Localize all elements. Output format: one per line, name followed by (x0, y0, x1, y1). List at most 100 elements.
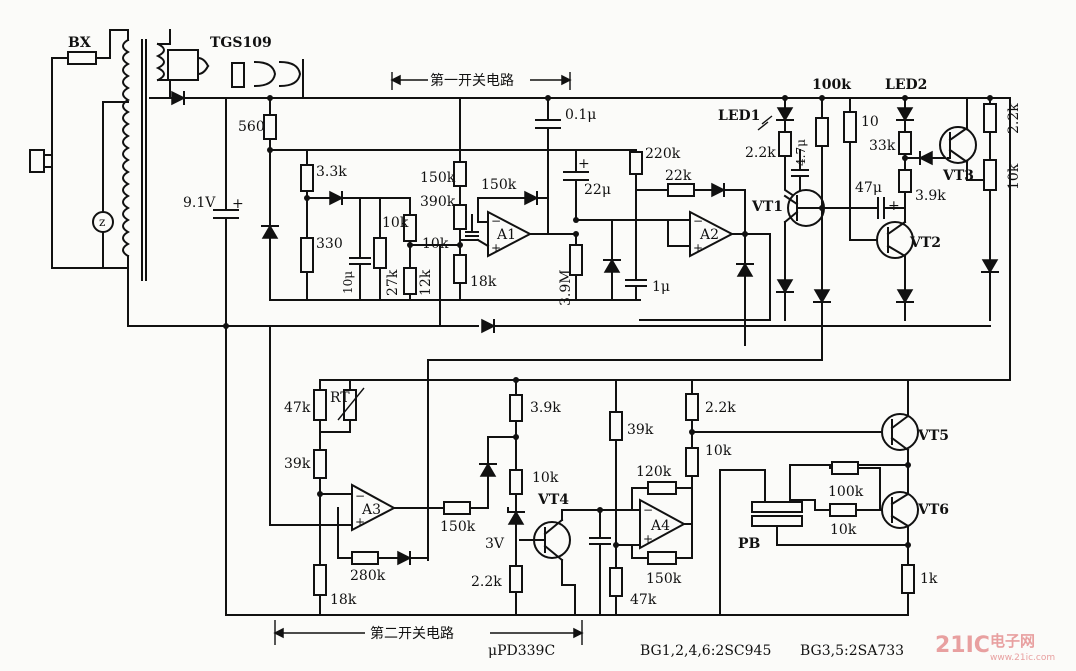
r280k-label: 280k (350, 568, 386, 584)
r330-label: 330 (316, 236, 343, 252)
c47u-label: 47μ (855, 180, 882, 196)
r18k_a-label: 18k (470, 274, 497, 290)
r150k_d-label: 150k (646, 571, 682, 587)
svg-text:+: + (232, 196, 244, 212)
led2-icon (896, 107, 914, 122)
rt-label: RT (330, 390, 350, 406)
a3-section: 47k RT 39k A3 − + 18k 280k 150k (284, 379, 517, 616)
a2-section: 22μ + 3.9M 220k 1μ 22k A2 − + (547, 146, 771, 346)
opA4-label: A4 (650, 518, 670, 534)
ic-part-label: μPD339C (488, 643, 555, 659)
section1-marker: 第一开关电路 (390, 72, 572, 90)
resistor-280k (351, 551, 379, 565)
resistor-22k (667, 183, 695, 197)
resistor-390k (453, 204, 467, 230)
opA3-label: A3 (361, 502, 381, 518)
r2_2k_d-label: 2.2k (705, 400, 736, 416)
r3_3k-label: 3.3k (316, 164, 347, 180)
resistor-560 (263, 114, 277, 140)
resistor-10k-d (509, 469, 523, 495)
resistor-12k (403, 267, 417, 295)
resistor-47k (313, 389, 327, 421)
opamp-a4 (639, 498, 687, 550)
opamp-a2 (689, 210, 735, 258)
r3_9k_a-label: 3.9k (915, 188, 946, 204)
transistor-vt6 (881, 491, 919, 529)
r12k-label: 12k (418, 269, 434, 296)
watermark-logo: 21IC 电子网 www.21ic.com (935, 632, 1055, 663)
r27k-label: 27k (385, 269, 401, 296)
resistor-2.2k-d (685, 393, 699, 421)
svg-text:−: − (643, 503, 653, 517)
led1-label: LED1 (718, 108, 760, 124)
r10k_f-label: 10k (830, 522, 857, 538)
r120k-label: 120k (636, 464, 672, 480)
r390k-label: 390k (420, 194, 456, 210)
diode-icon (918, 150, 933, 166)
resistor-120k (647, 481, 677, 495)
supply-section: 560 9.1V + (183, 97, 571, 616)
diode-icon (397, 550, 412, 566)
vt1-label: VT1 (751, 199, 783, 215)
r39k_b-label: 39k (627, 422, 654, 438)
resistor-10k-c (983, 159, 997, 191)
r3_9m-label: 3.9M (558, 269, 574, 306)
sensor-element (231, 62, 245, 88)
r2_2k_c-label: 2.2k (471, 574, 502, 590)
buzzer-pb (751, 501, 803, 513)
resistor-10 (843, 111, 857, 143)
resistor-150k-d (647, 551, 677, 565)
r2_2k_b-label: 2.2k (1006, 103, 1022, 134)
diode-icon (736, 262, 754, 277)
resistor-2.2k-a (778, 131, 792, 157)
resistor-150k-c (443, 501, 471, 515)
section1-label: 第一开关电路 (430, 72, 514, 89)
resistor-2.2k-c (509, 565, 523, 593)
svg-text:+: + (693, 241, 703, 255)
diode-icon (813, 289, 831, 304)
r150k_c-label: 150k (440, 519, 476, 535)
resistor-330 (300, 237, 314, 273)
resistor-47k-b (609, 567, 623, 597)
vt5-label: VT5 (917, 428, 949, 444)
resistor-27k (373, 237, 387, 269)
svg-text:+: + (888, 198, 900, 214)
r150k_a-label: 150k (420, 170, 456, 186)
r2_2k_a-label: 2.2k (745, 145, 776, 161)
resistor-39k-a (313, 449, 327, 479)
c10u-label: 10μ (341, 271, 355, 294)
a1-section: 150k 390k 18k 10k A1 − + 150k 0.1μ (420, 97, 596, 301)
resistor-10k-f (829, 503, 857, 517)
resistor-3.9k-b (509, 394, 523, 422)
resistor-1k (901, 564, 915, 594)
c0_1u-label: 0.1μ (565, 107, 596, 123)
svg-text:+: + (491, 241, 501, 255)
r220k-label: 220k (645, 146, 681, 162)
r47k_b-label: 47k (630, 592, 657, 608)
pnp-note: BG3,5:2SA733 (800, 643, 904, 659)
resistor-10k-e (685, 447, 699, 477)
zener-3v-label: 3V (485, 536, 505, 552)
svg-text:−: − (355, 489, 365, 503)
svg-text:21IC: 21IC (935, 633, 990, 658)
diode-icon (896, 289, 914, 304)
r18k_b-label: 18k (330, 592, 357, 608)
r39k_a-label: 39k (284, 456, 311, 472)
r47k-label: 47k (284, 400, 311, 416)
opamp-a3 (351, 483, 397, 532)
section2-label: 第二开关电路 (370, 625, 454, 642)
svg-text:+: + (355, 515, 365, 529)
npn-note: BG1,2,4,6:2SC945 (640, 643, 771, 659)
svg-text:+: + (643, 532, 653, 546)
resistor-100k-b (831, 461, 859, 475)
section2-marker: 第二开关电路 (273, 620, 584, 645)
zener-icon (261, 224, 279, 239)
svg-text:−: − (491, 214, 501, 228)
resistor-18k-a (453, 254, 467, 284)
diode-icon (524, 190, 539, 206)
transistor-vt2 (876, 221, 914, 259)
diode-icon (776, 279, 794, 294)
resistor-220k (629, 151, 643, 175)
